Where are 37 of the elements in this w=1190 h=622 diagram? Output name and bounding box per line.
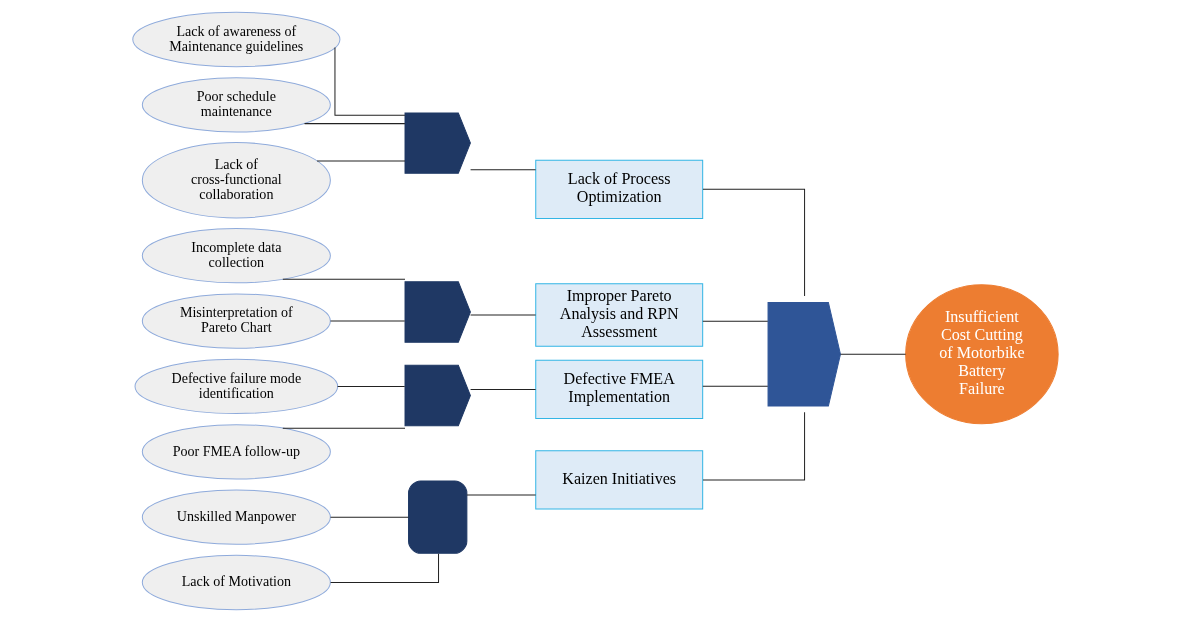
node-ellipse: Unskilled Manpower [141,489,331,545]
node-or-gate [767,301,841,407]
node-box: Defective FMEA Implementation [534,359,703,420]
node-ellipse: Lack of cross-functional collaboration [141,142,331,219]
connector [701,411,805,481]
connector [701,385,768,387]
node-box: Kaizen Initiatives [534,450,703,510]
node-box: Lack of Process Optimization [534,159,703,219]
connector [336,385,405,387]
node-ellipse: Lack of Motivation [141,554,331,611]
connector [316,160,405,162]
node-ellipse: Defective failure mode identification [134,358,338,415]
node-and-gate [407,480,467,554]
connector [469,169,536,171]
connector [469,314,536,316]
node-ellipse: Misinterpretation of Pareto Chart [141,293,331,349]
node-ellipse: Poor schedule maintenance [141,77,331,133]
connector [281,427,405,429]
connector [701,188,805,297]
node-or-gate [404,112,471,174]
node-ellipse: Poor FMEA follow-up [141,424,331,480]
connector [469,388,536,390]
node-circle: Insufficient Cost Cutting of Motorbike Battery Failure [904,284,1059,425]
connector [303,123,405,125]
connector [839,353,906,355]
connector [329,553,439,583]
node-or-gate [404,281,471,343]
node-box: Improper Pareto Analysis and RPN Assessment [534,283,703,347]
connector [701,320,768,322]
node-ellipse: Lack of awareness of Maintenance guidelines [131,11,340,68]
connector [281,278,405,280]
node-ellipse: Incomplete data collection [141,228,331,284]
connector [329,516,409,518]
node-or-gate [404,364,471,427]
connector [333,47,405,116]
connector [465,494,536,496]
connector [329,320,405,322]
